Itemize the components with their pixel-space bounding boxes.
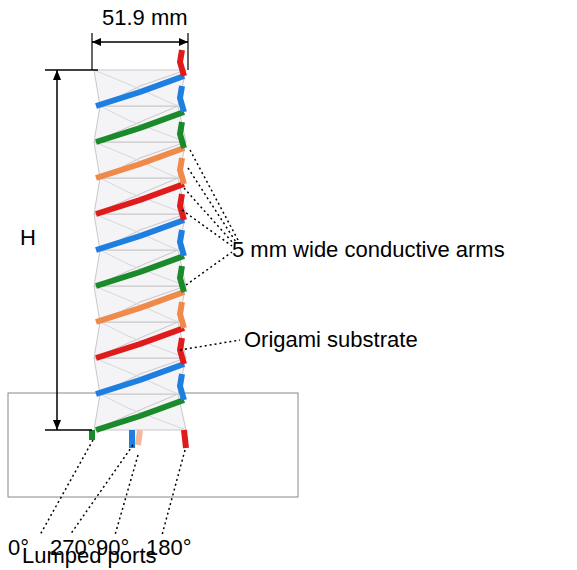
conductive-arm [180,338,184,364]
conductive-arm [96,256,184,286]
conductive-arm [96,328,184,358]
dimension-label: H [20,226,36,250]
conductive-arm [96,112,184,142]
height-dimension [56,70,58,430]
dimension-label: 51.9 mm [102,6,188,30]
origami-facet [94,358,186,394]
dimension-tick [45,69,98,71]
dimension-tick [45,429,92,431]
dimension-arrowhead [92,38,101,46]
origami-facet [94,322,186,358]
conductive-arm [96,76,184,106]
dimension-tick [187,33,188,70]
origami-facet [94,286,186,322]
conductive-arm [96,292,184,322]
conductive-arm [96,220,184,250]
conductive-arm [180,158,184,184]
dimension-tick [91,33,92,70]
conductive-arm [180,374,184,400]
conductive-arm [180,122,184,148]
conductive-arm [180,302,184,328]
ground-box [8,393,298,497]
part-label: Lumped ports [22,544,157,568]
origami-facet [94,142,186,178]
dimension-arrowhead [53,70,61,80]
origami-facet [94,214,186,250]
port-stub [184,430,186,448]
dimension-arrowhead [179,38,188,46]
conductive-arm [96,184,184,214]
conductive-arm [180,86,184,112]
origami-tower [92,50,186,448]
origami-facet [94,250,186,286]
port-stub [138,430,140,445]
conductive-arm [180,266,184,292]
width-dimension [92,41,188,43]
conductive-arm [180,230,184,256]
conductive-arm [180,194,184,220]
port-stub [89,430,95,440]
origami-facet [94,394,186,430]
origami-facet [94,70,186,106]
part-label: Origami substrate [244,328,418,352]
part-label: 5 mm wide conductive arms [232,238,505,262]
conductive-arm [180,50,184,76]
leader-lines [40,150,240,535]
dimension-arrowhead [53,420,61,430]
conductive-arm [96,148,184,178]
origami-facet [94,178,186,214]
conductive-arm [96,364,184,394]
origami-facet [94,106,186,142]
conductive-arm [96,400,184,430]
